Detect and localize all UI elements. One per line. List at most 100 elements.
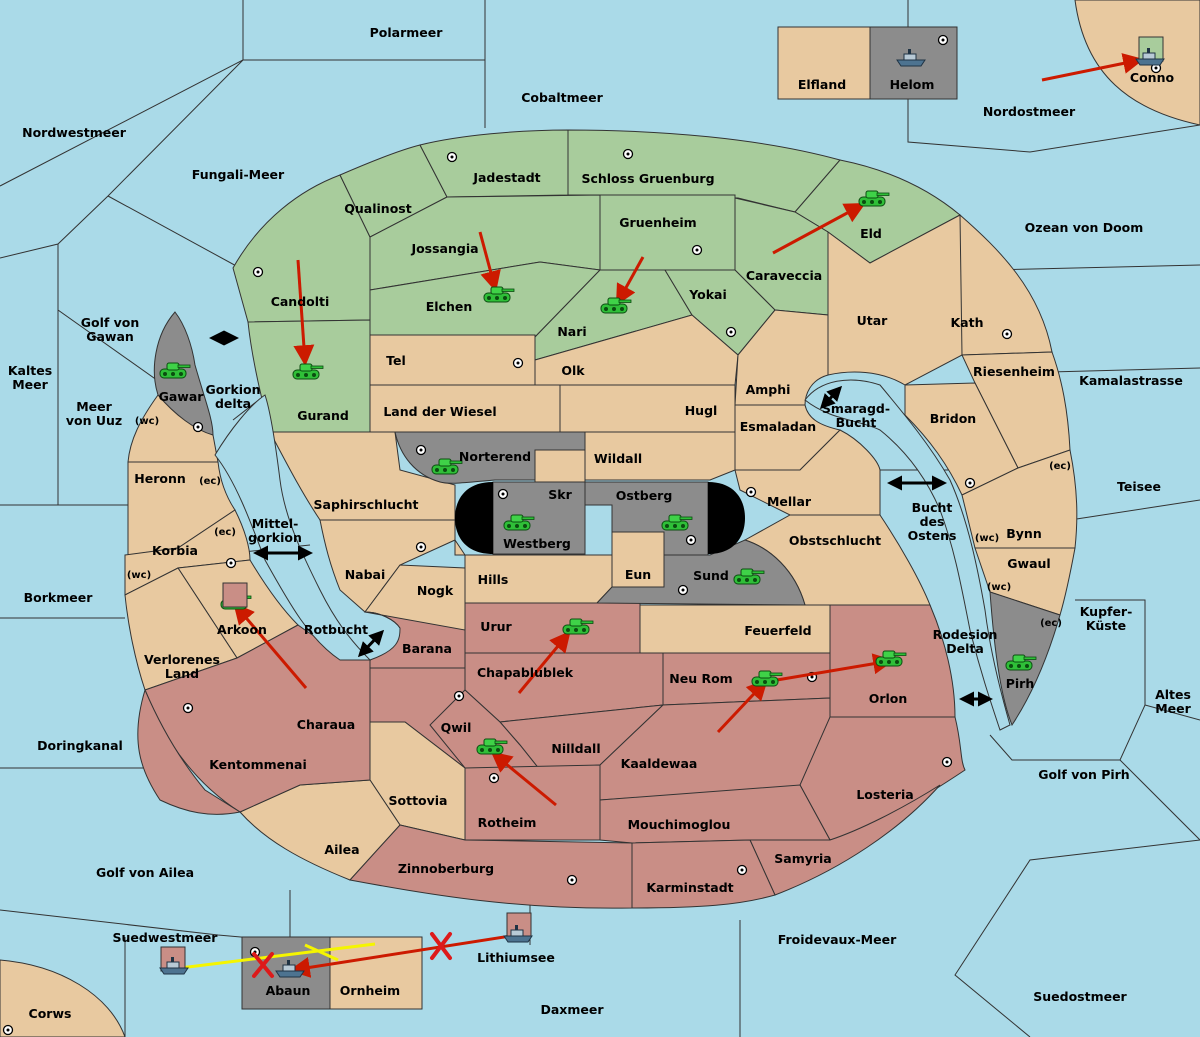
label-kaaldewaa: Kaaldewaa	[621, 756, 698, 771]
double-arrow-icon	[209, 330, 993, 707]
label-esmaladan: Esmaladan	[740, 419, 816, 434]
label-nordostmeer: Nordostmeer	[983, 104, 1076, 119]
label-rotbucht: Rotbucht	[304, 622, 368, 637]
region-elfland[interactable]	[777, 26, 871, 100]
label-arkoon: Arkoon	[217, 622, 267, 637]
label-jossangia: Jossangia	[410, 241, 478, 256]
order-arrow	[1041, 53, 1145, 82]
coast-label-wc: (wc)	[135, 416, 159, 427]
label-elfland: Elfland	[798, 77, 846, 92]
label-saphirschlucht: Saphirschlucht	[314, 497, 419, 512]
label-barana: Barana	[402, 641, 452, 656]
label-caraveccia: Caraveccia	[746, 268, 822, 283]
label-fungali-meer: Fungali-Meer	[192, 167, 285, 182]
label-utar: Utar	[857, 313, 889, 328]
label-olk: Olk	[561, 363, 585, 378]
label-smaragd-bucht: Smaragd-	[822, 401, 890, 416]
land-labels: Elfland Helom Conno Corws Abaun Ornheim …	[29, 70, 1175, 1021]
label-bucht-des-ostens-3: Ostens	[908, 528, 957, 543]
label-ailea: Ailea	[324, 842, 359, 857]
order-arrow	[764, 653, 895, 684]
label-rotheim: Rotheim	[478, 815, 537, 830]
label-riesenheim: Riesenheim	[973, 364, 1055, 379]
supply-center-core	[516, 361, 520, 365]
label-losteria: Losteria	[856, 787, 913, 802]
label-amphi: Amphi	[746, 382, 791, 397]
label-verlorenes-land-2: Land	[165, 666, 199, 681]
region-samyria[interactable]	[749, 784, 941, 896]
label-ostberg: Ostberg	[616, 488, 673, 503]
supply-center-core	[501, 492, 505, 496]
region-olk[interactable]	[534, 314, 739, 386]
label-sottovia: Sottovia	[389, 793, 448, 808]
label-gurand: Gurand	[297, 408, 349, 423]
label-skr: Skr	[548, 487, 572, 502]
yellow-support-line	[171, 942, 376, 971]
coast-label-ec: (ec)	[214, 527, 236, 538]
region-zinnoberburg[interactable]	[349, 824, 633, 909]
supply-center-core	[229, 561, 233, 565]
label-bridon: Bridon	[930, 411, 976, 426]
label-nogk: Nogk	[417, 583, 454, 598]
label-nabai: Nabai	[345, 567, 386, 582]
fleet-markers	[160, 36, 1164, 972]
label-ornheim: Ornheim	[340, 983, 400, 998]
label-kupfer-kueste: Kupfer-	[1080, 604, 1133, 619]
label-lithiumsee: Lithiumsee	[477, 950, 555, 965]
label-mellar: Mellar	[767, 494, 812, 509]
coast-label-wc: (wc)	[987, 582, 1011, 593]
label-froidevaux-meer: Froidevaux-Meer	[778, 932, 897, 947]
supply-center-core	[419, 545, 423, 549]
red-x-icon	[252, 932, 452, 978]
supply-center-core	[419, 448, 423, 452]
label-smaragd-bucht-2: Bucht	[836, 415, 877, 430]
supply-center-core	[1005, 332, 1009, 336]
region-eun[interactable]	[611, 531, 665, 588]
label-schloss-gruenburg: Schloss Gruenburg	[581, 171, 714, 186]
label-land-der-wiesel: Land der Wiesel	[383, 404, 496, 419]
order-arrow	[615, 256, 645, 306]
order-arrow	[772, 203, 866, 255]
label-borkmeer: Borkmeer	[24, 590, 94, 605]
supply-center-core	[492, 776, 496, 780]
label-kupfer-kueste-2: Küste	[1086, 618, 1126, 633]
label-orlon: Orlon	[869, 691, 908, 706]
coast-label-ec: (ec)	[1049, 461, 1071, 472]
region-karminstadt[interactable]	[631, 839, 776, 909]
supply-center-core	[941, 38, 945, 42]
label-bucht-des-ostens-2: des	[920, 514, 945, 529]
label-gorkion-delta: Gorkion	[205, 382, 260, 397]
supply-center-core	[196, 425, 200, 429]
order-arrow	[233, 602, 308, 689]
label-hills: Hills	[478, 572, 509, 587]
order-arrow	[478, 231, 501, 293]
order-arrow	[293, 259, 315, 367]
label-abaun: Abaun	[266, 983, 311, 998]
yellow-support-tick	[304, 943, 339, 962]
coast-label-ec: (ec)	[1040, 618, 1062, 629]
label-karminstadt: Karminstadt	[646, 880, 733, 895]
label-golf-von-gawan: Golf von	[81, 315, 140, 330]
owner-flag	[222, 582, 248, 608]
region-gruenheim[interactable]	[599, 194, 736, 271]
label-gorkion-delta-2: delta	[215, 396, 251, 411]
label-cobaltmeer: Cobaltmeer	[521, 90, 603, 105]
label-candolti: Candolti	[271, 294, 330, 309]
label-gawar: Gawar	[159, 389, 205, 404]
label-golf-von-gawan-2: Gawan	[86, 329, 134, 344]
label-nilldall: Nilldall	[551, 741, 600, 756]
label-verlorenes-land: Verlorenes	[144, 652, 220, 667]
order-arrow	[517, 630, 571, 694]
region-kentommenai[interactable]	[137, 688, 242, 815]
region-jadestadt[interactable]	[419, 129, 569, 198]
label-helom: Helom	[890, 77, 935, 92]
label-kath: Kath	[951, 315, 984, 330]
supply-center-core	[749, 490, 753, 494]
label-bynn: Bynn	[1006, 526, 1041, 541]
label-suedwestmeer: Suedwestmeer	[113, 930, 219, 945]
label-rodesion-delta: Rodesion	[933, 627, 998, 642]
label-kaltes-meer-2: Meer	[12, 377, 48, 392]
order-arrow	[490, 751, 557, 807]
region-saphirschlucht[interactable]	[269, 431, 456, 521]
